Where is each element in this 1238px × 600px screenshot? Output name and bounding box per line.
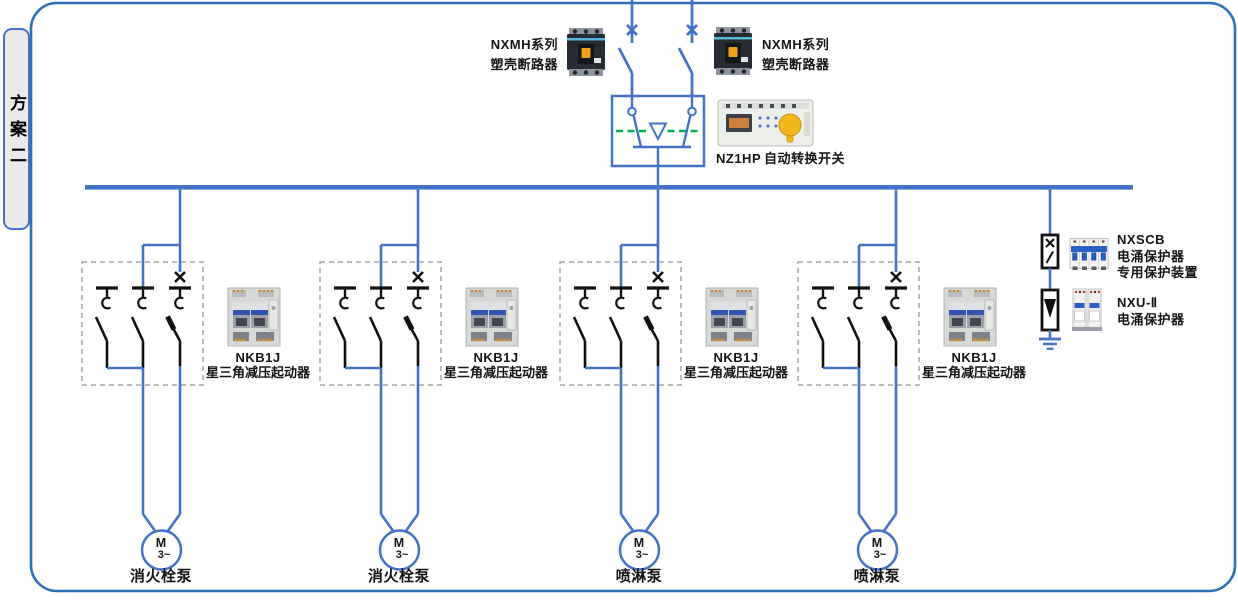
starter-name-label: 星三角减压起动器 bbox=[683, 365, 788, 380]
motor-letter: M bbox=[393, 536, 405, 550]
spd-model-label: NXU-Ⅱ bbox=[1117, 295, 1158, 310]
pump-label: 消火栓泵 bbox=[367, 568, 430, 585]
spd-breaker-desc2-label: 专用保护装置 bbox=[1117, 265, 1199, 280]
starter-model-label: NKB1J bbox=[473, 350, 519, 365]
motor-phases: 3~ bbox=[157, 549, 171, 561]
motor-phases: 3~ bbox=[635, 549, 649, 561]
motor-phases: 3~ bbox=[873, 549, 887, 561]
motor-letter: M bbox=[633, 536, 645, 550]
breaker-left-type-label: 塑壳断路器 bbox=[490, 57, 558, 72]
starter-name-label: 星三角减压起动器 bbox=[205, 365, 310, 380]
starter-model-label: NKB1J bbox=[951, 350, 997, 365]
pump-label: 喷淋泵 bbox=[615, 568, 663, 585]
breaker-left-series-label: NXMH系列 bbox=[490, 37, 558, 52]
motor-letter: M bbox=[871, 536, 883, 550]
surge-protection-symbols bbox=[1039, 189, 1061, 350]
pump-label: 喷淋泵 bbox=[853, 568, 901, 585]
scheme-tab-label: 方案二 bbox=[7, 94, 26, 172]
motor-phases: 3~ bbox=[395, 549, 409, 561]
breaker-right-series-label: NXMH系列 bbox=[762, 37, 830, 52]
pump-label: 消火栓泵 bbox=[129, 568, 192, 585]
scheme-tab: 方案二 bbox=[3, 28, 30, 230]
starter-model-label: NKB1J bbox=[713, 350, 759, 365]
starter-name-label: 星三角减压起动器 bbox=[921, 365, 1026, 380]
mccb-photo-right bbox=[714, 27, 752, 75]
spd-photo bbox=[1072, 288, 1102, 331]
motor-letter: M bbox=[155, 536, 167, 550]
transfer-switch-symbol bbox=[610, 94, 706, 186]
starter-model-label: NKB1J bbox=[235, 350, 281, 365]
incoming-feeder-symbols bbox=[617, 0, 698, 96]
mccb-photo-left bbox=[567, 28, 605, 76]
breaker-right-type-label: 塑壳断路器 bbox=[762, 57, 830, 72]
spd-breaker-model-label: NXSCB bbox=[1117, 232, 1166, 247]
spd-desc-label: 电涌保护器 bbox=[1117, 312, 1185, 327]
ats-name-label: 自动转换开关 bbox=[764, 151, 846, 166]
busbar bbox=[85, 185, 1133, 190]
ats-model-label: NZ1HP bbox=[716, 151, 762, 166]
ats-photo bbox=[717, 99, 814, 147]
spd-breaker-desc1-label: 电涌保护器 bbox=[1117, 249, 1185, 264]
spd-breaker-photo bbox=[1069, 238, 1109, 270]
starter-name-label: 星三角减压起动器 bbox=[443, 365, 548, 380]
